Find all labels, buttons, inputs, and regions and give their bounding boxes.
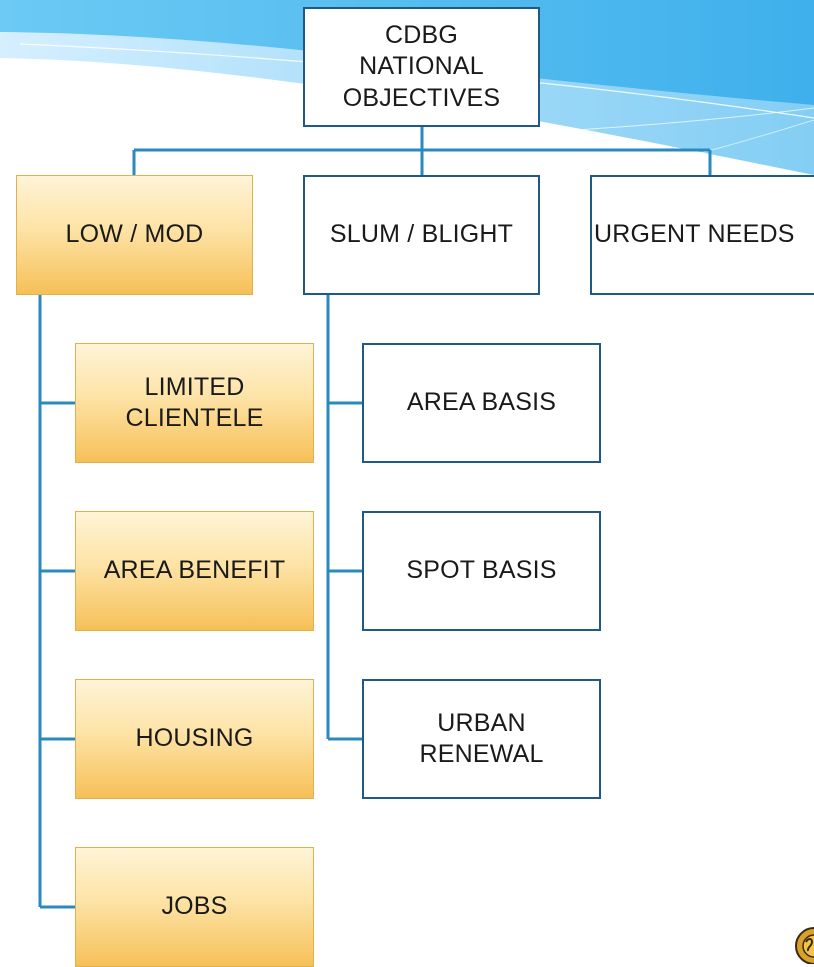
slum-blight-spot-basis: SPOT BASIS — [362, 511, 601, 631]
low-mod-area-benefit: AREA BENEFIT — [75, 511, 314, 631]
category-slum-blight: SLUM / BLIGHT — [303, 175, 540, 295]
slum-blight-area-basis: AREA BASIS — [362, 343, 601, 463]
low-mod-housing: HOUSING — [75, 679, 314, 799]
root-node: CDBG NATIONAL OBJECTIVES — [303, 7, 540, 127]
category-urgent-needs: URGENT NEEDS — [590, 175, 814, 295]
low-mod-limited-clientele: LIMITED CLIENTELE — [75, 343, 314, 463]
seal-logo — [795, 927, 814, 964]
low-mod-jobs: JOBS — [75, 847, 314, 967]
slum-blight-urban-renewal: URBAN RENEWAL — [362, 679, 601, 799]
category-low-mod: LOW / MOD — [16, 175, 253, 295]
